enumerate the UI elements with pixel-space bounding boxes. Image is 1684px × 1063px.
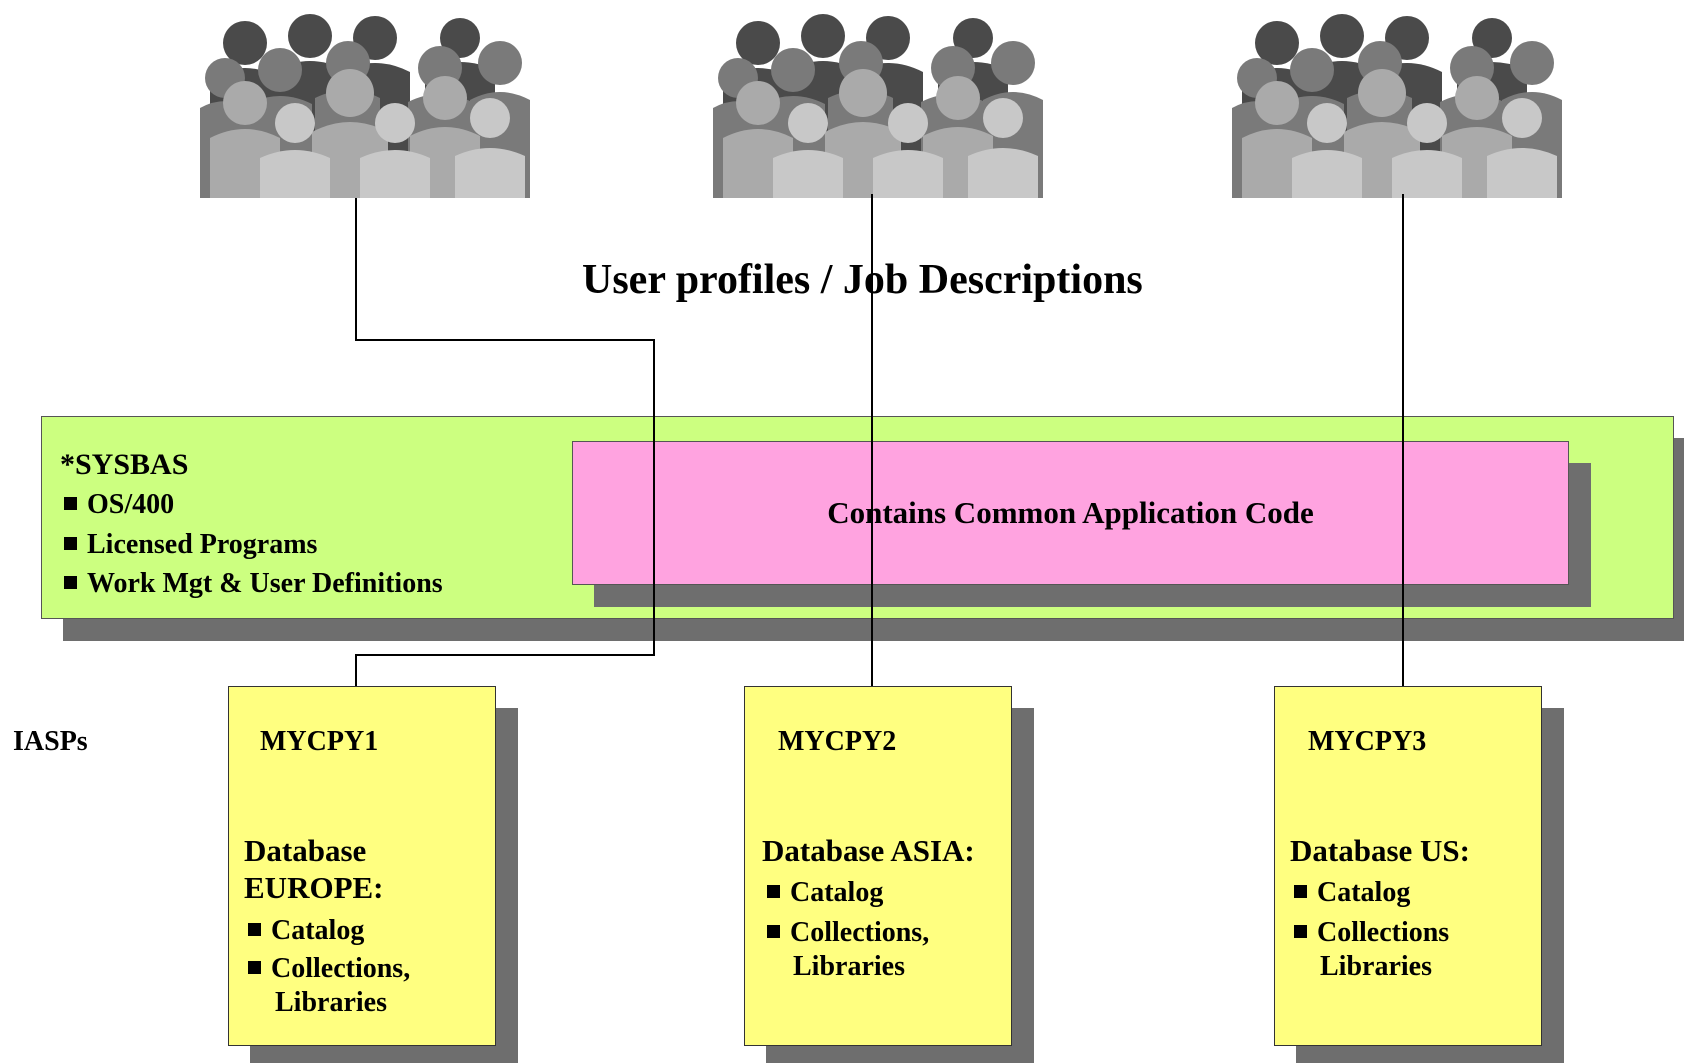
common-application-label: Contains Common Application Code <box>827 495 1314 530</box>
square-bullet-icon <box>248 961 261 975</box>
iasp-item: Libraries <box>275 987 387 1018</box>
iasp-box-mycpy1 <box>228 686 496 1046</box>
iasp-name: MYCPY2 <box>778 726 897 757</box>
iasp-item: Libraries <box>1320 951 1432 982</box>
square-bullet-icon <box>64 497 77 511</box>
sysbas-item: OS/400 <box>64 489 174 521</box>
square-bullet-icon <box>1294 925 1307 939</box>
iasp-name: MYCPY3 <box>1308 726 1427 757</box>
iasp-box-mycpy2 <box>744 686 1012 1046</box>
sysbas-item: Work Mgt & User Definitions <box>64 568 443 600</box>
iasps-label: IASPs <box>13 726 88 757</box>
square-bullet-icon <box>1294 885 1307 899</box>
iasp-database-title: Database <box>244 833 367 868</box>
people-group-icon <box>713 14 1043 198</box>
iasp-item: Collections <box>1294 916 1449 950</box>
sysbas-heading: *SYSBAS <box>60 448 189 481</box>
iasp-item: Collections, <box>248 952 410 986</box>
iasp-item: Collections, <box>767 916 929 950</box>
iasp-name: MYCPY1 <box>260 726 379 757</box>
iasp-database-title: Database ASIA: <box>762 833 975 868</box>
iasp-item: Libraries <box>793 951 905 982</box>
people-group-icon <box>200 14 530 198</box>
iasp-database-title: Database US: <box>1290 833 1470 868</box>
people-group-icon <box>1232 14 1562 198</box>
iasp-database-title: EUROPE: <box>244 870 384 905</box>
square-bullet-icon <box>767 885 780 899</box>
square-bullet-icon <box>64 537 77 551</box>
iasp-item: Catalog <box>767 876 883 910</box>
sysbas-item: Licensed Programs <box>64 529 317 561</box>
square-bullet-icon <box>767 925 780 939</box>
square-bullet-icon <box>248 923 261 937</box>
square-bullet-icon <box>64 576 77 590</box>
iasp-item: Catalog <box>1294 876 1410 910</box>
iasp-item: Catalog <box>248 914 364 948</box>
iasp-box-mycpy3 <box>1274 686 1542 1046</box>
diagram-title: User profiles / Job Descriptions <box>582 257 1143 303</box>
